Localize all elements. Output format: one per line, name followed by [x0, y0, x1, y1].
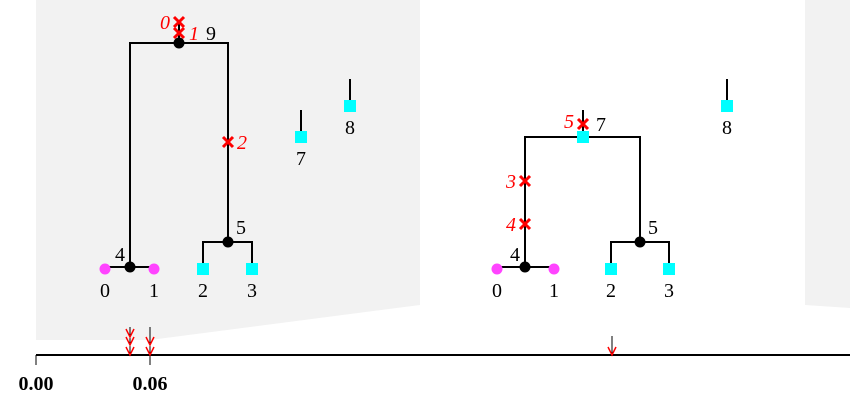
internal-node: [173, 37, 185, 49]
internal-node: [124, 261, 136, 273]
node-label: 1: [149, 280, 159, 302]
mutation-cross-icon: [576, 117, 590, 131]
node-label: 7: [596, 114, 606, 136]
square-node: [721, 100, 733, 112]
square-node: [577, 131, 589, 143]
node-label: 4: [510, 244, 520, 266]
mutation-arrow-icon: [145, 346, 155, 357]
square-node: [295, 131, 307, 143]
node-label: 9: [206, 23, 216, 45]
mutation-label: 1: [189, 23, 199, 45]
node-label: 3: [664, 280, 674, 302]
sample-node: [491, 263, 503, 275]
mutation-arrow-icon: [125, 328, 135, 339]
internal-node: [634, 236, 646, 248]
mutation-label: 3: [505, 171, 516, 193]
node-label: 8: [722, 117, 732, 139]
mutation-label: 4: [506, 214, 516, 236]
square-node: [663, 263, 675, 275]
mutation-arrow-icon: [145, 336, 155, 347]
mutation-cross-icon: [172, 26, 186, 40]
mutation-cross-icon: [518, 217, 532, 231]
internal-node: [222, 236, 234, 248]
node-label: 5: [236, 217, 246, 239]
mutation-label: 5: [564, 111, 574, 133]
node-label: 8: [345, 117, 355, 139]
axis-tick-label: 0.00: [19, 373, 54, 395]
mutation-cross-icon: [221, 135, 235, 149]
node-label: 2: [198, 280, 208, 302]
tree-edge: [524, 136, 641, 267]
mutation-cross-icon: [172, 15, 186, 29]
square-node: [197, 263, 209, 275]
genome-axis: 0.00 0.06: [19, 354, 850, 395]
mutation-arrow-icon: [607, 346, 617, 357]
node-label: 0: [492, 280, 502, 302]
node-label: 7: [296, 148, 306, 170]
mutation-cross-icon: [518, 174, 532, 188]
sample-node: [148, 263, 160, 275]
mutation-arrow-icon: [125, 336, 135, 347]
node-label: 0: [100, 280, 110, 302]
internal-node: [519, 261, 531, 273]
node-label: 3: [247, 280, 257, 302]
square-node: [344, 100, 356, 112]
sample-node: [548, 263, 560, 275]
node-label: 2: [606, 280, 616, 302]
mutation-label: 0: [160, 12, 170, 34]
sample-node: [99, 263, 111, 275]
node-label: 1: [549, 280, 559, 302]
mutation-label: 2: [237, 132, 247, 154]
node-label: 4: [115, 244, 125, 266]
square-node: [605, 263, 617, 275]
tree-3-region: [805, 0, 850, 308]
axis-tick-label: 0.06: [133, 373, 168, 395]
mutation-arrow-icon: [125, 346, 135, 357]
square-node: [246, 263, 258, 275]
node-label: 5: [648, 217, 658, 239]
